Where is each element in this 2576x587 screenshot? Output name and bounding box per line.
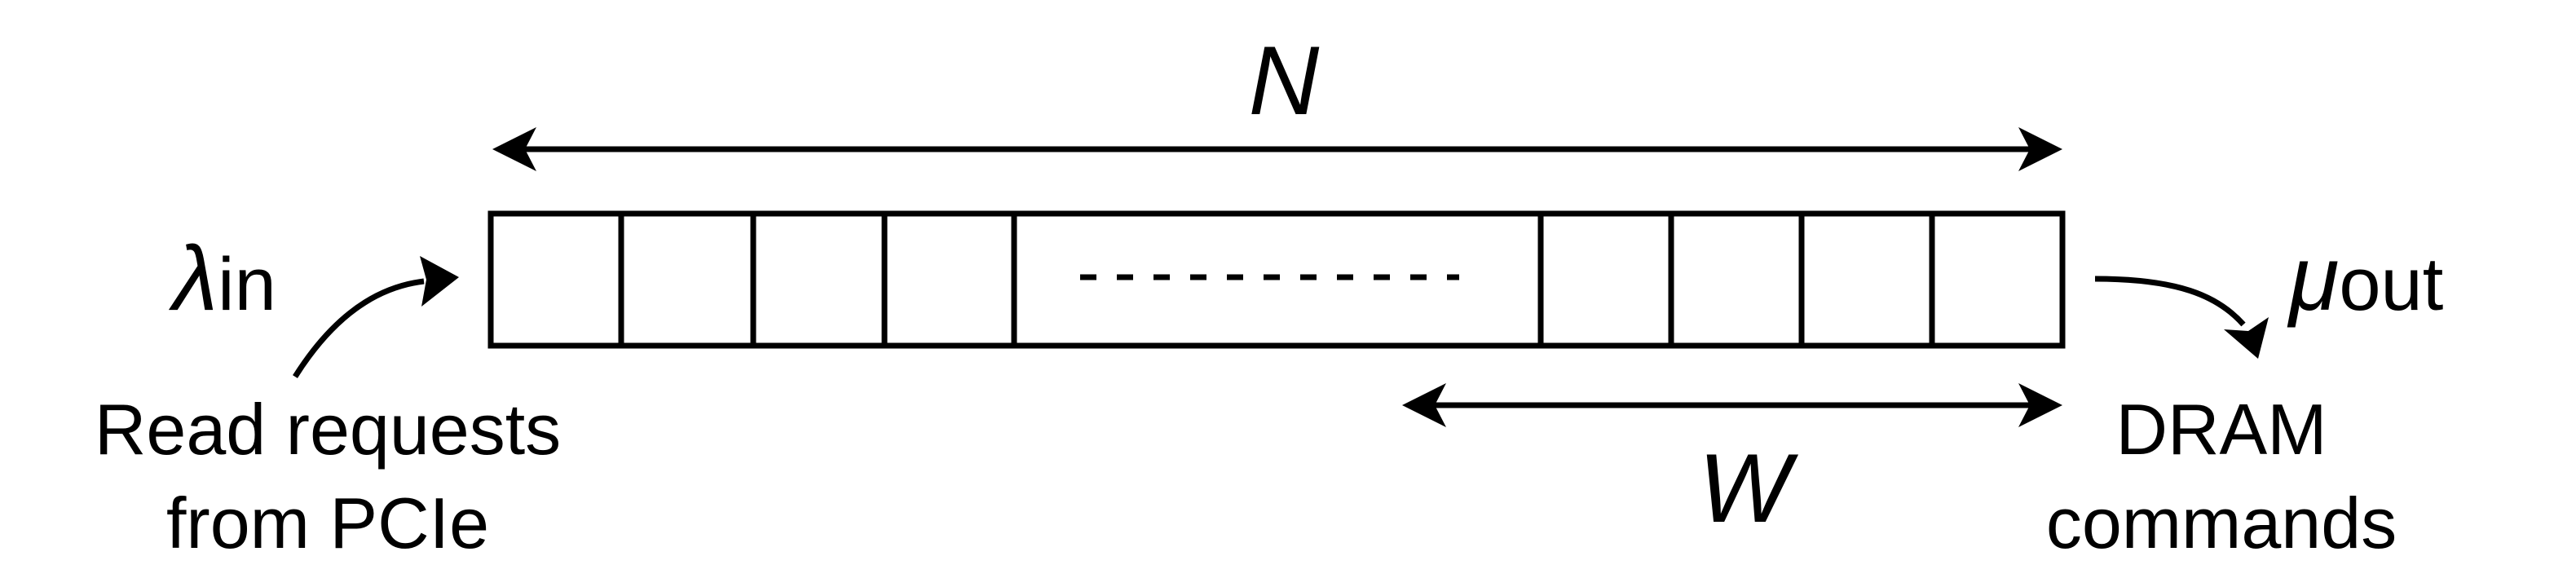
output-destination-line2: commands	[2046, 483, 2397, 563]
w-span-arrow	[1402, 383, 2062, 427]
output-destination-line1: DRAM	[2115, 389, 2327, 470]
input-source-line2: from PCIe	[166, 483, 489, 563]
n-span-arrow	[492, 127, 2062, 171]
queue-buffer	[487, 210, 2066, 349]
lambda-in-label: λin	[168, 227, 276, 329]
input-source-line1: Read requests	[95, 389, 561, 470]
output-arrow	[2094, 276, 2269, 359]
w-label: W	[1698, 434, 1798, 543]
n-label: N	[1249, 26, 1320, 135]
mu-out-label: μout	[2287, 227, 2443, 329]
input-arrow	[293, 256, 459, 378]
